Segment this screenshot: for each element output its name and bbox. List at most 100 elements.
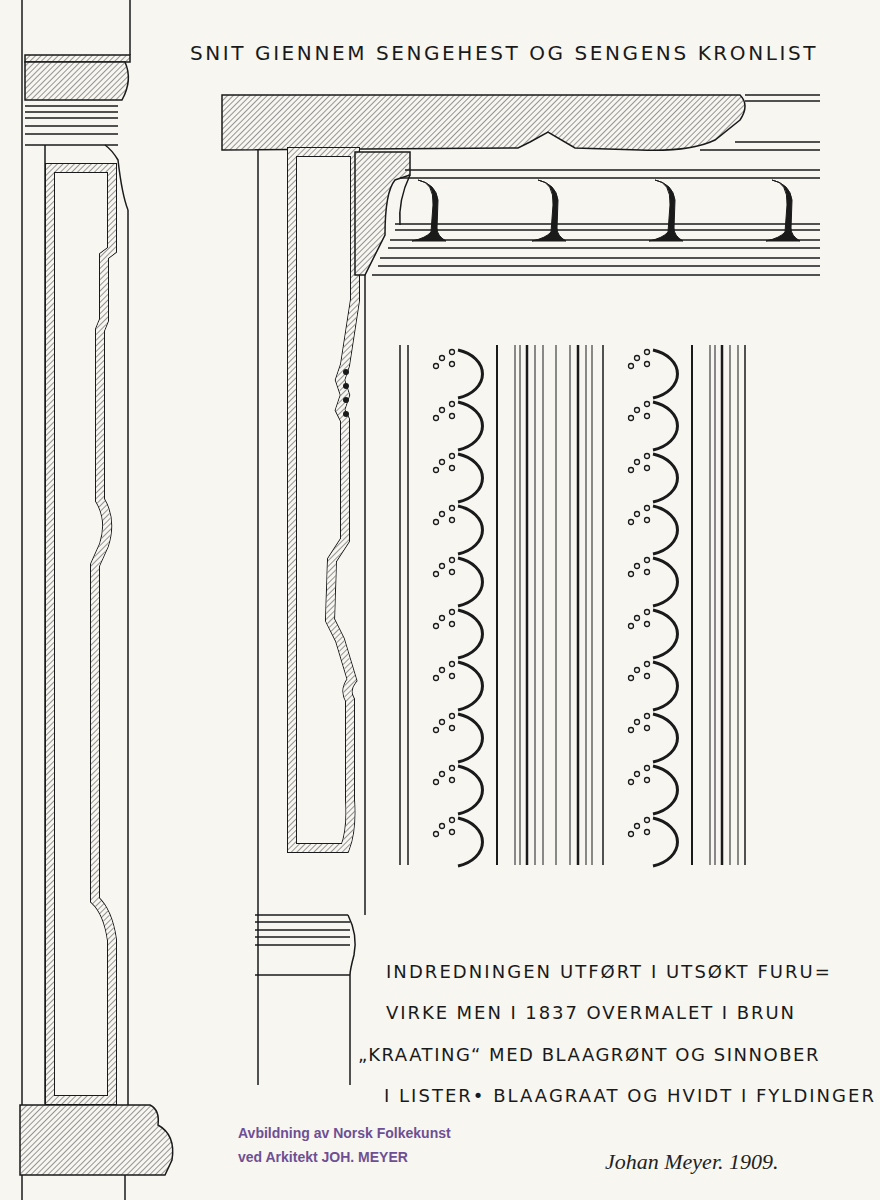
dot — [635, 564, 640, 569]
scallop — [653, 766, 677, 814]
dot — [434, 676, 439, 681]
dot — [450, 778, 455, 783]
dot — [645, 674, 650, 679]
dot — [629, 364, 634, 369]
scallop — [458, 766, 482, 814]
note-line: VIRKE MEN I 1837 OVERMALET I BRUN — [386, 1003, 796, 1023]
scallop — [653, 506, 677, 554]
panel-stripe — [738, 345, 739, 865]
dot — [450, 414, 455, 419]
flute — [532, 180, 566, 241]
dot — [629, 416, 634, 421]
profile-notch — [343, 369, 349, 375]
scallop — [458, 558, 482, 606]
panel-stripe — [543, 345, 544, 865]
dot — [450, 402, 455, 407]
dot — [434, 624, 439, 629]
scallop — [653, 402, 677, 450]
dot — [450, 610, 455, 615]
dot — [434, 780, 439, 785]
dot — [645, 610, 650, 615]
scallop — [653, 818, 677, 866]
dot — [645, 518, 650, 523]
dot — [450, 570, 455, 575]
scallop — [653, 454, 677, 502]
scallop — [653, 558, 677, 606]
dot — [440, 408, 445, 413]
panel-line — [602, 345, 604, 865]
dot — [440, 564, 445, 569]
dot — [645, 362, 650, 367]
scallop — [458, 714, 482, 762]
panel-line — [496, 345, 498, 865]
dot — [635, 356, 640, 361]
dot — [450, 350, 455, 355]
note-line: I LISTER• BLAAGRAAT OG HVIDT I FYLDINGER — [384, 1086, 876, 1106]
panel-stripe — [721, 345, 724, 865]
panel-stripe — [526, 345, 529, 865]
dot — [645, 714, 650, 719]
dot — [450, 622, 455, 627]
dot — [635, 720, 640, 725]
panel-stripe — [586, 345, 587, 865]
scallop — [458, 610, 482, 658]
dot — [434, 468, 439, 473]
dot — [440, 772, 445, 777]
dot — [450, 558, 455, 563]
scallop — [653, 714, 677, 762]
dot — [440, 356, 445, 361]
dot — [450, 362, 455, 367]
flute — [412, 180, 446, 241]
dot — [450, 674, 455, 679]
dot — [645, 402, 650, 407]
dot — [635, 460, 640, 465]
stamp-text: ved Arkitekt JOH. MEYER — [238, 1150, 408, 1165]
panel-stripe — [556, 345, 557, 865]
dot — [629, 832, 634, 837]
dot — [629, 624, 634, 629]
flute — [766, 180, 800, 241]
panel-line — [691, 345, 693, 865]
dot — [645, 570, 650, 575]
panel-stripe — [730, 345, 731, 865]
dot — [629, 780, 634, 785]
dot — [635, 616, 640, 621]
dot — [434, 572, 439, 577]
profile-notch — [343, 383, 349, 389]
dot — [645, 622, 650, 627]
dot — [450, 766, 455, 771]
flute — [649, 180, 683, 241]
dot — [635, 824, 640, 829]
dot — [434, 832, 439, 837]
profile-notch — [343, 411, 349, 417]
dot — [629, 728, 634, 733]
dot — [645, 778, 650, 783]
dot — [645, 726, 650, 731]
dot — [440, 616, 445, 621]
dot — [450, 714, 455, 719]
scallop — [653, 610, 677, 658]
panel-stripe — [710, 345, 711, 865]
panel-stripe — [592, 345, 593, 865]
dot — [434, 416, 439, 421]
dot — [440, 720, 445, 725]
scallop — [458, 818, 482, 866]
drawing-title: SNIT GIENNEM SENGEHEST OG SENGENS KRONLI… — [190, 42, 818, 64]
dot — [645, 818, 650, 823]
dot — [645, 466, 650, 471]
scallop — [458, 350, 482, 398]
dot — [645, 506, 650, 511]
dot — [450, 506, 455, 511]
dot — [635, 668, 640, 673]
scallop — [653, 662, 677, 710]
dot — [440, 824, 445, 829]
dot — [629, 676, 634, 681]
dot — [434, 364, 439, 369]
scallop — [458, 662, 482, 710]
dot — [645, 350, 650, 355]
dot — [450, 662, 455, 667]
scallop — [458, 454, 482, 502]
dot — [440, 512, 445, 517]
dot — [440, 460, 445, 465]
scallop — [458, 402, 482, 450]
